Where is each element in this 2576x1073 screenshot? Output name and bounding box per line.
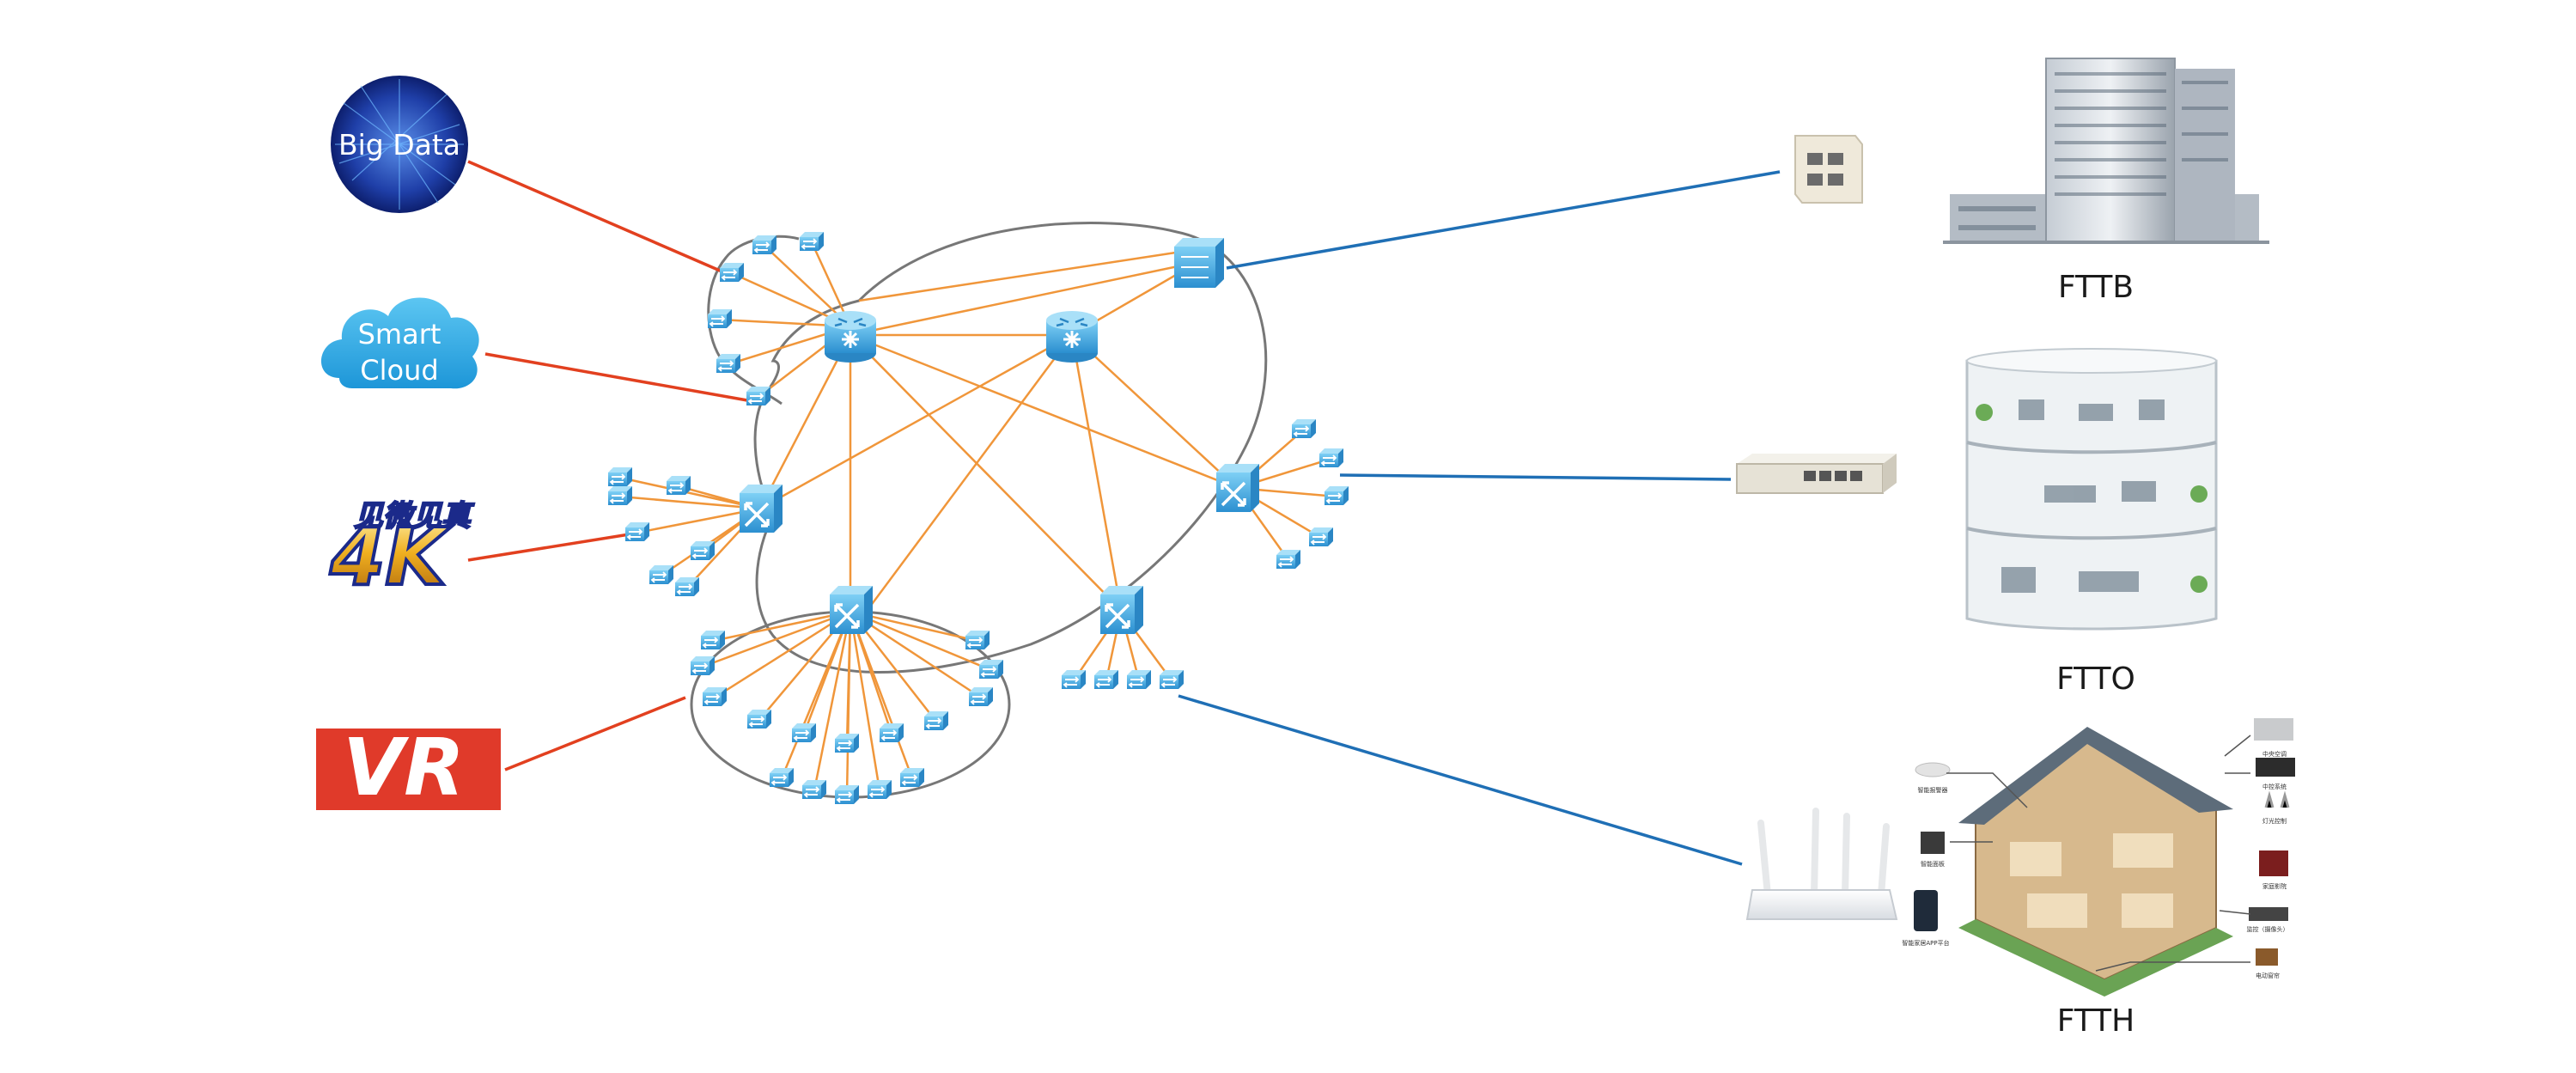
- fttb-building-icon: [1943, 58, 2269, 244]
- smart-cloud-icon: Smart Cloud: [320, 297, 479, 389]
- 4k-chinese-label: 见微见真: [354, 499, 475, 533]
- ftth-callout-5: 灯光控制: [2262, 817, 2287, 825]
- service-links: [467, 160, 748, 771]
- ftth-callout-2: 智能家居APP平台: [1902, 939, 1949, 947]
- fttb-terminal-icon: [1794, 135, 1863, 204]
- vr-label: VR: [343, 722, 465, 814]
- aggregation-switch-bottom-right[interactable]: [1099, 584, 1145, 636]
- vr-logo: VR: [316, 722, 501, 814]
- ftto-switch-icon: [1736, 454, 1897, 494]
- ftth-callout-7: 监控（摄像头）: [2247, 925, 2289, 933]
- ftth-label: FTTH: [2057, 1003, 2135, 1039]
- ftth-callout-0: 智能报警器: [1918, 786, 1948, 794]
- big-data-label: Big Data: [338, 128, 460, 162]
- aggregation-switch-left[interactable]: [738, 483, 784, 534]
- core-switch-top[interactable]: [1174, 238, 1224, 288]
- big-data-icon: Big Data: [331, 76, 468, 213]
- core-router-left[interactable]: [823, 309, 878, 364]
- ftth-callout-1: 智能面板: [1921, 860, 1945, 868]
- ftto-office-icon: [1965, 348, 2218, 631]
- fttb-label: FTTB: [2058, 270, 2134, 305]
- ftth-callout-8: 电动窗帘: [2256, 972, 2280, 979]
- mesh-links: [619, 241, 1337, 796]
- ftth-smart-home-icon: 智能报警器 智能面板 智能家居APP平台 中央空调 中控系统 灯光控制 家庭影院…: [1902, 718, 2295, 997]
- aggregation-switch-right[interactable]: [1215, 462, 1261, 514]
- aggregation-switch-bottom[interactable]: [828, 584, 874, 636]
- 4k-logo: 见微见真 4K: [327, 498, 476, 605]
- ftth-callout-4: 中控系统: [2262, 783, 2287, 790]
- ftth-router-icon: [1745, 808, 1898, 920]
- access-switches: [607, 231, 1349, 805]
- 4k-label: 4K: [329, 511, 451, 603]
- smart-cloud-label-1: Smart: [358, 318, 442, 351]
- ftth-callout-6: 家庭影院: [2262, 882, 2287, 890]
- smart-cloud-label-2: Cloud: [360, 354, 438, 387]
- ftth-callout-3: 中央空调: [2262, 750, 2287, 758]
- core-router-right[interactable]: [1044, 309, 1099, 364]
- ftto-label: FTTO: [2056, 661, 2135, 697]
- access-links: [1178, 170, 1781, 866]
